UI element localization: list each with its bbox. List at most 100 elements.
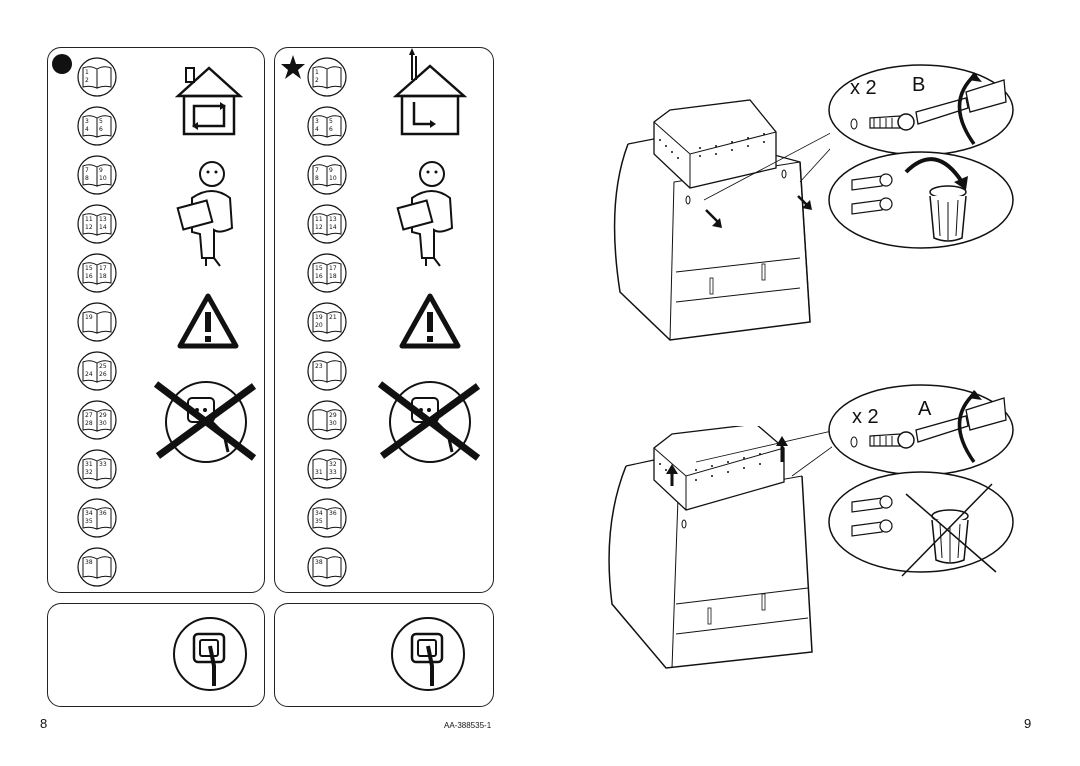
page-ref-label: 3 <box>315 118 319 125</box>
hood-diagram-top <box>613 99 830 341</box>
book-icon: 78 910 <box>77 155 117 195</box>
book-icon: 38 <box>77 547 117 587</box>
page-ref-label: 9 <box>99 167 103 174</box>
page-ref-label: 6 <box>99 126 103 133</box>
page-ref-label: 29 <box>99 412 107 419</box>
page-ref-label: 8 <box>85 175 89 182</box>
page-ref-label: 11 <box>85 216 93 223</box>
page-number-left: 8 <box>40 716 48 731</box>
page-ref-label: 19 <box>315 314 323 321</box>
article-code: AA-388535-1 <box>444 721 492 730</box>
page-ref-label: 15 <box>315 265 323 272</box>
page-ref-label: 3 <box>85 118 89 125</box>
warning-icon <box>177 293 239 349</box>
house-icon-single <box>392 48 468 136</box>
page-ref-label: 17 <box>99 265 107 272</box>
page-ref-label: 33 <box>329 469 337 476</box>
page-ref-label: 25 <box>99 363 107 370</box>
hood-diagram-bottom <box>608 426 832 669</box>
quantity-label-bottom: x 2 <box>852 406 879 428</box>
page-ref-label: 23 <box>315 363 323 370</box>
page-ref-label: 30 <box>329 420 337 427</box>
page-ref-label: 34 <box>315 510 323 517</box>
page-ref-label: 35 <box>315 518 323 525</box>
page-ref-label: 12 <box>315 224 323 231</box>
book-icon: 23 <box>307 351 347 391</box>
page-ref-label: 28 <box>85 420 93 427</box>
house-icon <box>174 66 244 136</box>
plug-icon-2 <box>391 617 465 691</box>
circle-marker-icon <box>52 54 72 74</box>
keep-screws-zoom-bottom <box>828 471 1014 577</box>
page-ref-label: 26 <box>99 371 107 378</box>
page-ref-label: 34 <box>85 510 93 517</box>
page-ref-label: 38 <box>85 559 93 566</box>
page-ref-label: 36 <box>99 510 107 517</box>
page-ref-label: 32 <box>329 461 337 468</box>
page-ref-label: 5 <box>99 118 103 125</box>
page-ref-label: 27 <box>85 412 93 419</box>
crossed-plug-icon <box>153 381 257 463</box>
page-ref-label: 18 <box>329 273 337 280</box>
part-label-top: B <box>912 74 926 96</box>
page-ref-label: 29 <box>329 412 337 419</box>
page-ref-label: 1 <box>315 69 319 76</box>
part-label-bottom: A <box>918 398 932 420</box>
page-ref-label: 30 <box>99 420 107 427</box>
page-ref-label: 33 <box>99 461 107 468</box>
page-ref-label: 11 <box>315 216 323 223</box>
page-ref-label: 31 <box>85 461 93 468</box>
page-ref-label: 36 <box>329 510 337 517</box>
page-ref-label: 9 <box>329 167 333 174</box>
book-icon: 38 <box>307 547 347 587</box>
plug-icon <box>173 617 247 691</box>
page-ref-label: 17 <box>329 265 337 272</box>
page-number-right: 9 <box>1024 716 1032 731</box>
screw-zoom-top <box>828 64 1014 156</box>
book-icon: 12 <box>77 57 117 97</box>
book-icon: 19 <box>77 302 117 342</box>
page-ref-label: 15 <box>85 265 93 272</box>
page-ref-label: 13 <box>329 216 337 223</box>
page-ref-label: 14 <box>329 224 337 231</box>
screw-icon <box>851 173 893 215</box>
page-ref-label: 13 <box>99 216 107 223</box>
screw-zoom-bottom <box>828 384 1014 476</box>
person-reading-icon-2 <box>396 161 454 267</box>
page-ref-label: 6 <box>329 126 333 133</box>
page-ref-label: 12 <box>85 224 93 231</box>
page-ref-label: 38 <box>315 559 323 566</box>
discard-zoom-top <box>828 151 1014 249</box>
star-marker-icon <box>281 55 305 79</box>
page-ref-label: 14 <box>99 224 107 231</box>
page-ref-label: 16 <box>315 273 323 280</box>
crossed-plug-icon-2 <box>377 381 481 463</box>
page-ref-label: 10 <box>99 175 107 182</box>
page-ref-label: 1 <box>85 69 89 76</box>
page-ref-label: 24 <box>85 371 93 378</box>
page-ref-label: 8 <box>315 175 319 182</box>
page-ref-label: 21 <box>329 314 337 321</box>
page-ref-label: 7 <box>85 167 89 174</box>
trash-bin-icon-crossed <box>931 509 969 564</box>
page-ref-label: 31 <box>315 469 323 476</box>
page-ref-label: 10 <box>329 175 337 182</box>
page-ref-label: 35 <box>85 518 93 525</box>
page-ref-label: 4 <box>315 126 319 133</box>
page-ref-label: 19 <box>85 314 93 321</box>
page-ref-label: 2 <box>315 77 319 84</box>
page-ref-label: 20 <box>315 322 323 329</box>
page-ref-label: 32 <box>85 469 93 476</box>
